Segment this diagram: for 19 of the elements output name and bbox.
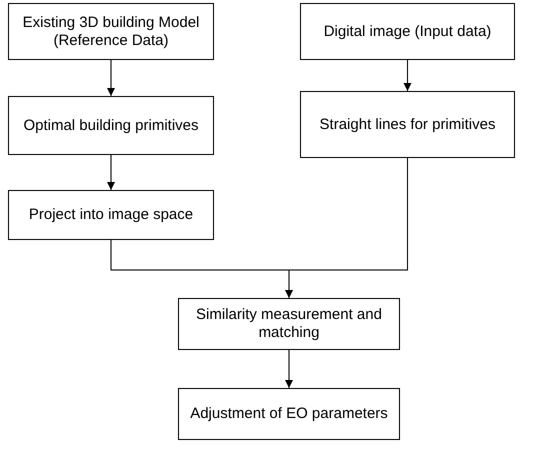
- box-label: Similarity measurement and matching: [195, 306, 383, 342]
- process-box: [300, 91, 515, 158]
- box-label: Project into image space: [28, 206, 194, 224]
- box-label: Digital image (Input data): [322, 22, 492, 40]
- arrow: [285, 158, 408, 298]
- box-label: Straight lines for primitives: [318, 116, 496, 134]
- process-box: [8, 96, 214, 155]
- process-box: [178, 388, 400, 440]
- arrow: [404, 60, 412, 92]
- process-box: [8, 3, 214, 60]
- box-label: Existing 3D building Model (Reference Data): [22, 14, 200, 50]
- arrow: [285, 350, 293, 388]
- arrow: [107, 60, 115, 96]
- process-box: [178, 298, 400, 350]
- box-label: Optimal building primitives: [22, 116, 200, 134]
- process-box: [300, 3, 515, 60]
- box-label: Adjustment of EO parameters: [189, 405, 389, 423]
- process-box: [8, 190, 214, 240]
- arrow: [107, 154, 115, 190]
